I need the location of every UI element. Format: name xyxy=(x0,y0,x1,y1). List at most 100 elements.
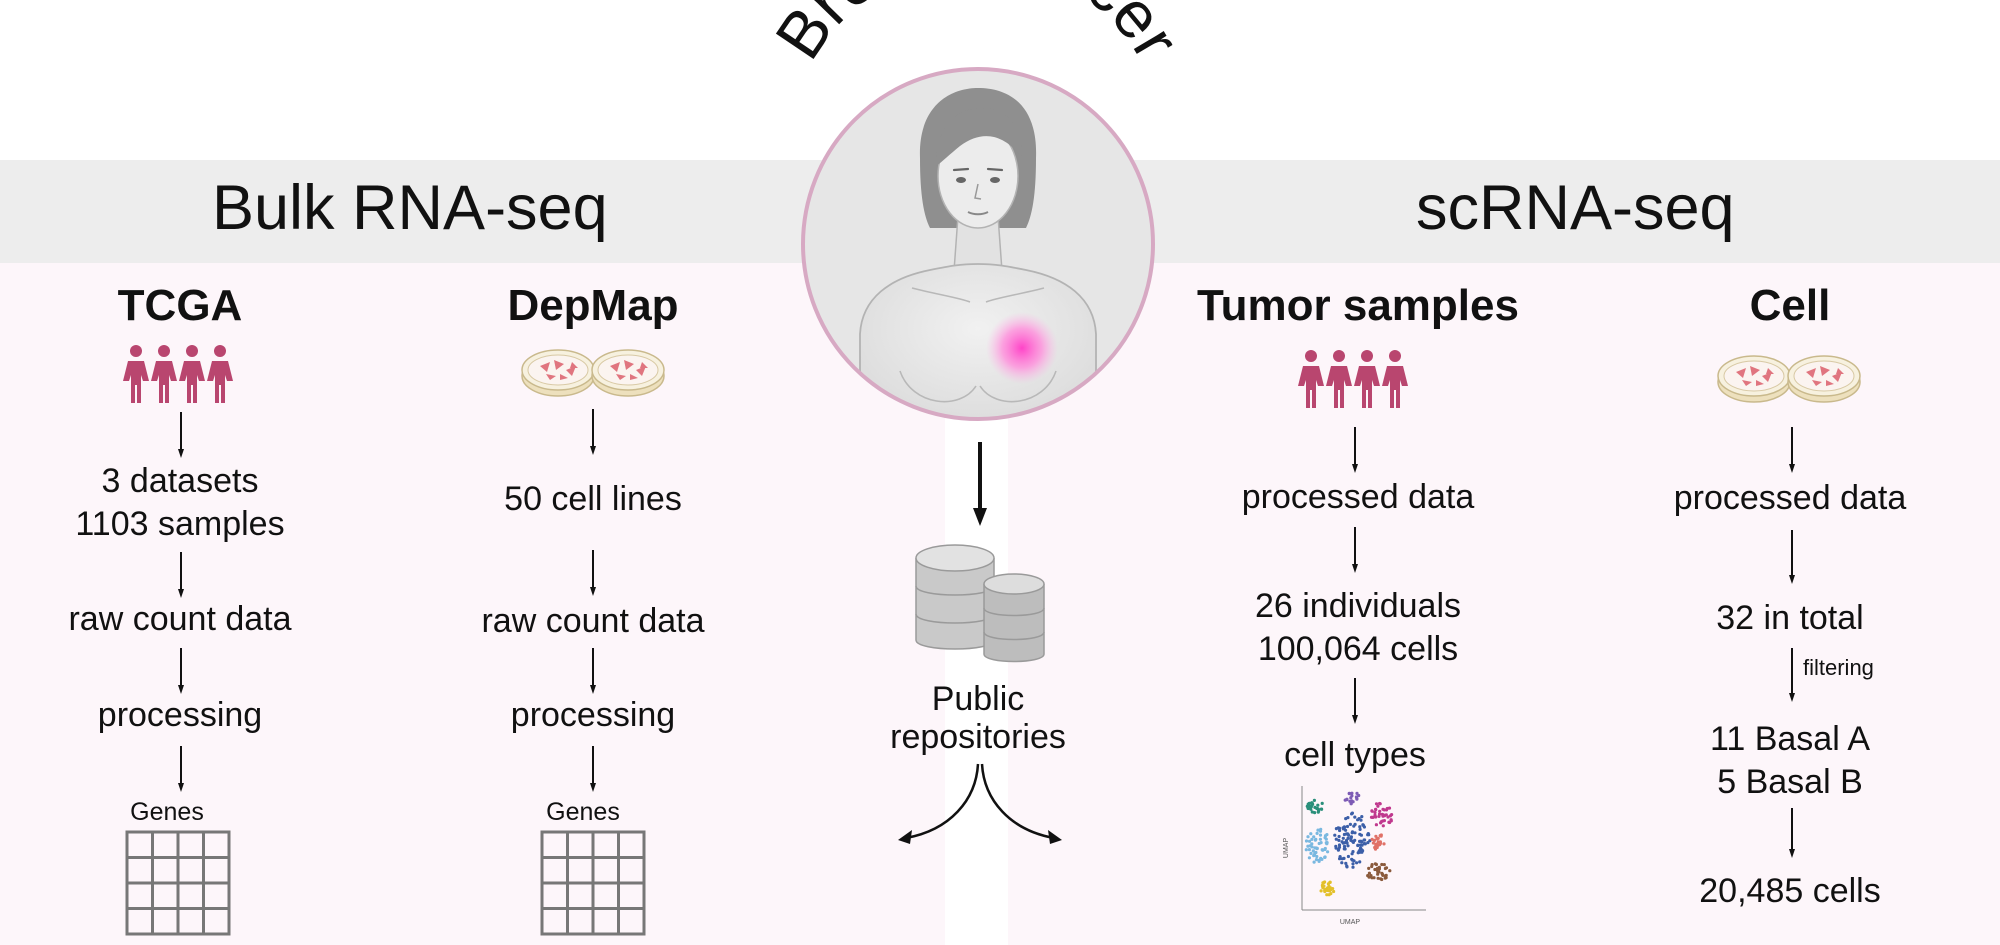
umap-point xyxy=(1367,871,1371,875)
umap-point xyxy=(1314,846,1318,850)
umap-point xyxy=(1367,833,1371,837)
umap-point xyxy=(1345,865,1349,869)
umap-point xyxy=(1355,861,1359,865)
umap-point xyxy=(1374,815,1378,819)
umap-point xyxy=(1375,837,1379,841)
umap-point xyxy=(1332,889,1336,894)
umap-point xyxy=(1372,838,1377,842)
umap-point xyxy=(1353,831,1357,835)
umap-point xyxy=(1342,825,1346,829)
umap-point xyxy=(1348,822,1352,826)
umap-point xyxy=(1345,824,1350,829)
umap-point xyxy=(1313,811,1317,815)
celllines-subtypes: 11 Basal A 5 Basal B xyxy=(1709,720,1871,801)
depmap-genes-label: Genes xyxy=(546,798,620,826)
tumor-individuals: 26 individuals 100,064 cells xyxy=(1254,587,1462,668)
umap-point xyxy=(1382,863,1386,867)
arrow-down xyxy=(178,552,184,598)
svg-text:Breast cancer: Breast cancer xyxy=(761,0,1194,71)
umap-point xyxy=(1349,802,1353,806)
umap-point xyxy=(1375,845,1379,850)
umap-point xyxy=(1338,855,1342,859)
umap-point xyxy=(1358,860,1362,864)
umap-point xyxy=(1346,844,1350,848)
celllines-cell-count: 20,485 cells xyxy=(1699,872,1881,910)
umap-point xyxy=(1378,841,1383,845)
umap-point xyxy=(1357,793,1361,798)
umap-point xyxy=(1343,847,1347,851)
umap-point xyxy=(1344,828,1348,832)
umap-point xyxy=(1376,876,1380,880)
umap-point xyxy=(1374,862,1378,867)
umap-point xyxy=(1312,835,1316,839)
breast-cancer-title: Breast cancer xyxy=(761,0,1194,71)
umap-point xyxy=(1314,850,1318,855)
umap-point xyxy=(1314,858,1319,862)
umap-point xyxy=(1310,801,1314,805)
umap-point xyxy=(1319,889,1323,893)
umap-point xyxy=(1320,807,1324,811)
umap-point xyxy=(1324,837,1328,841)
umap-point xyxy=(1323,880,1327,884)
patient-illustration xyxy=(800,66,1156,422)
umap-point xyxy=(1315,831,1319,835)
umap-y-label: UMAP xyxy=(1283,838,1290,859)
depmap-gene-matrix xyxy=(540,830,646,936)
umap-point xyxy=(1351,865,1355,869)
tcga-gene-matrix xyxy=(125,830,231,936)
umap-point xyxy=(1304,839,1309,843)
umap-point xyxy=(1336,826,1340,830)
tcga-title: TCGA xyxy=(117,281,243,330)
umap-point xyxy=(1331,887,1335,891)
arrow-down xyxy=(1789,648,1795,702)
public-repositories-label: Public repositories xyxy=(890,680,1066,756)
umap-point xyxy=(1373,810,1377,815)
arrow-down xyxy=(1352,678,1358,724)
umap-point xyxy=(1356,843,1360,847)
umap-point xyxy=(1345,797,1349,801)
depmap-raw-count: raw count data xyxy=(481,602,705,640)
umap-point xyxy=(1312,853,1317,857)
umap-point xyxy=(1307,856,1311,860)
database-icon xyxy=(915,544,1045,663)
depmap-cell-lines: 50 cell lines xyxy=(504,480,682,518)
patients-icon xyxy=(1298,350,1408,408)
arrow-down xyxy=(590,409,596,455)
umap-point xyxy=(1388,820,1392,825)
umap-point xyxy=(1344,861,1348,865)
arrow-down-bold xyxy=(973,442,987,526)
arrow-down xyxy=(590,648,596,694)
arrow-down xyxy=(1352,427,1358,473)
umap-point xyxy=(1353,838,1357,842)
umap-point xyxy=(1307,839,1312,843)
umap-point xyxy=(1340,861,1344,865)
umap-point xyxy=(1309,832,1313,836)
tcga-raw-count: raw count data xyxy=(68,600,292,638)
umap-point xyxy=(1362,838,1366,842)
umap-point xyxy=(1367,866,1371,870)
umap-point xyxy=(1383,876,1387,880)
arrow-down xyxy=(1352,527,1358,573)
umap-point xyxy=(1341,841,1345,845)
celllines-processed-data: processed data xyxy=(1673,479,1907,517)
arrow-down xyxy=(1789,530,1795,584)
arrow-down xyxy=(590,746,596,792)
umap-point xyxy=(1316,803,1320,807)
umap-point xyxy=(1380,862,1384,867)
umap-point xyxy=(1381,873,1385,877)
umap-point xyxy=(1370,809,1374,813)
umap-point xyxy=(1346,816,1350,820)
umap-point xyxy=(1382,819,1386,823)
umap-point xyxy=(1373,845,1377,850)
umap-point xyxy=(1382,814,1387,818)
bulk-rna-seq-title: Bulk RNA-seq xyxy=(212,173,608,243)
umap-point xyxy=(1325,833,1329,837)
umap-point xyxy=(1337,838,1341,842)
umap-point xyxy=(1312,860,1316,864)
umap-point xyxy=(1318,833,1323,837)
umap-point xyxy=(1316,828,1320,832)
umap-point xyxy=(1321,848,1325,852)
umap-point xyxy=(1334,844,1338,848)
umap-point xyxy=(1326,850,1330,854)
umap-point xyxy=(1375,866,1380,870)
